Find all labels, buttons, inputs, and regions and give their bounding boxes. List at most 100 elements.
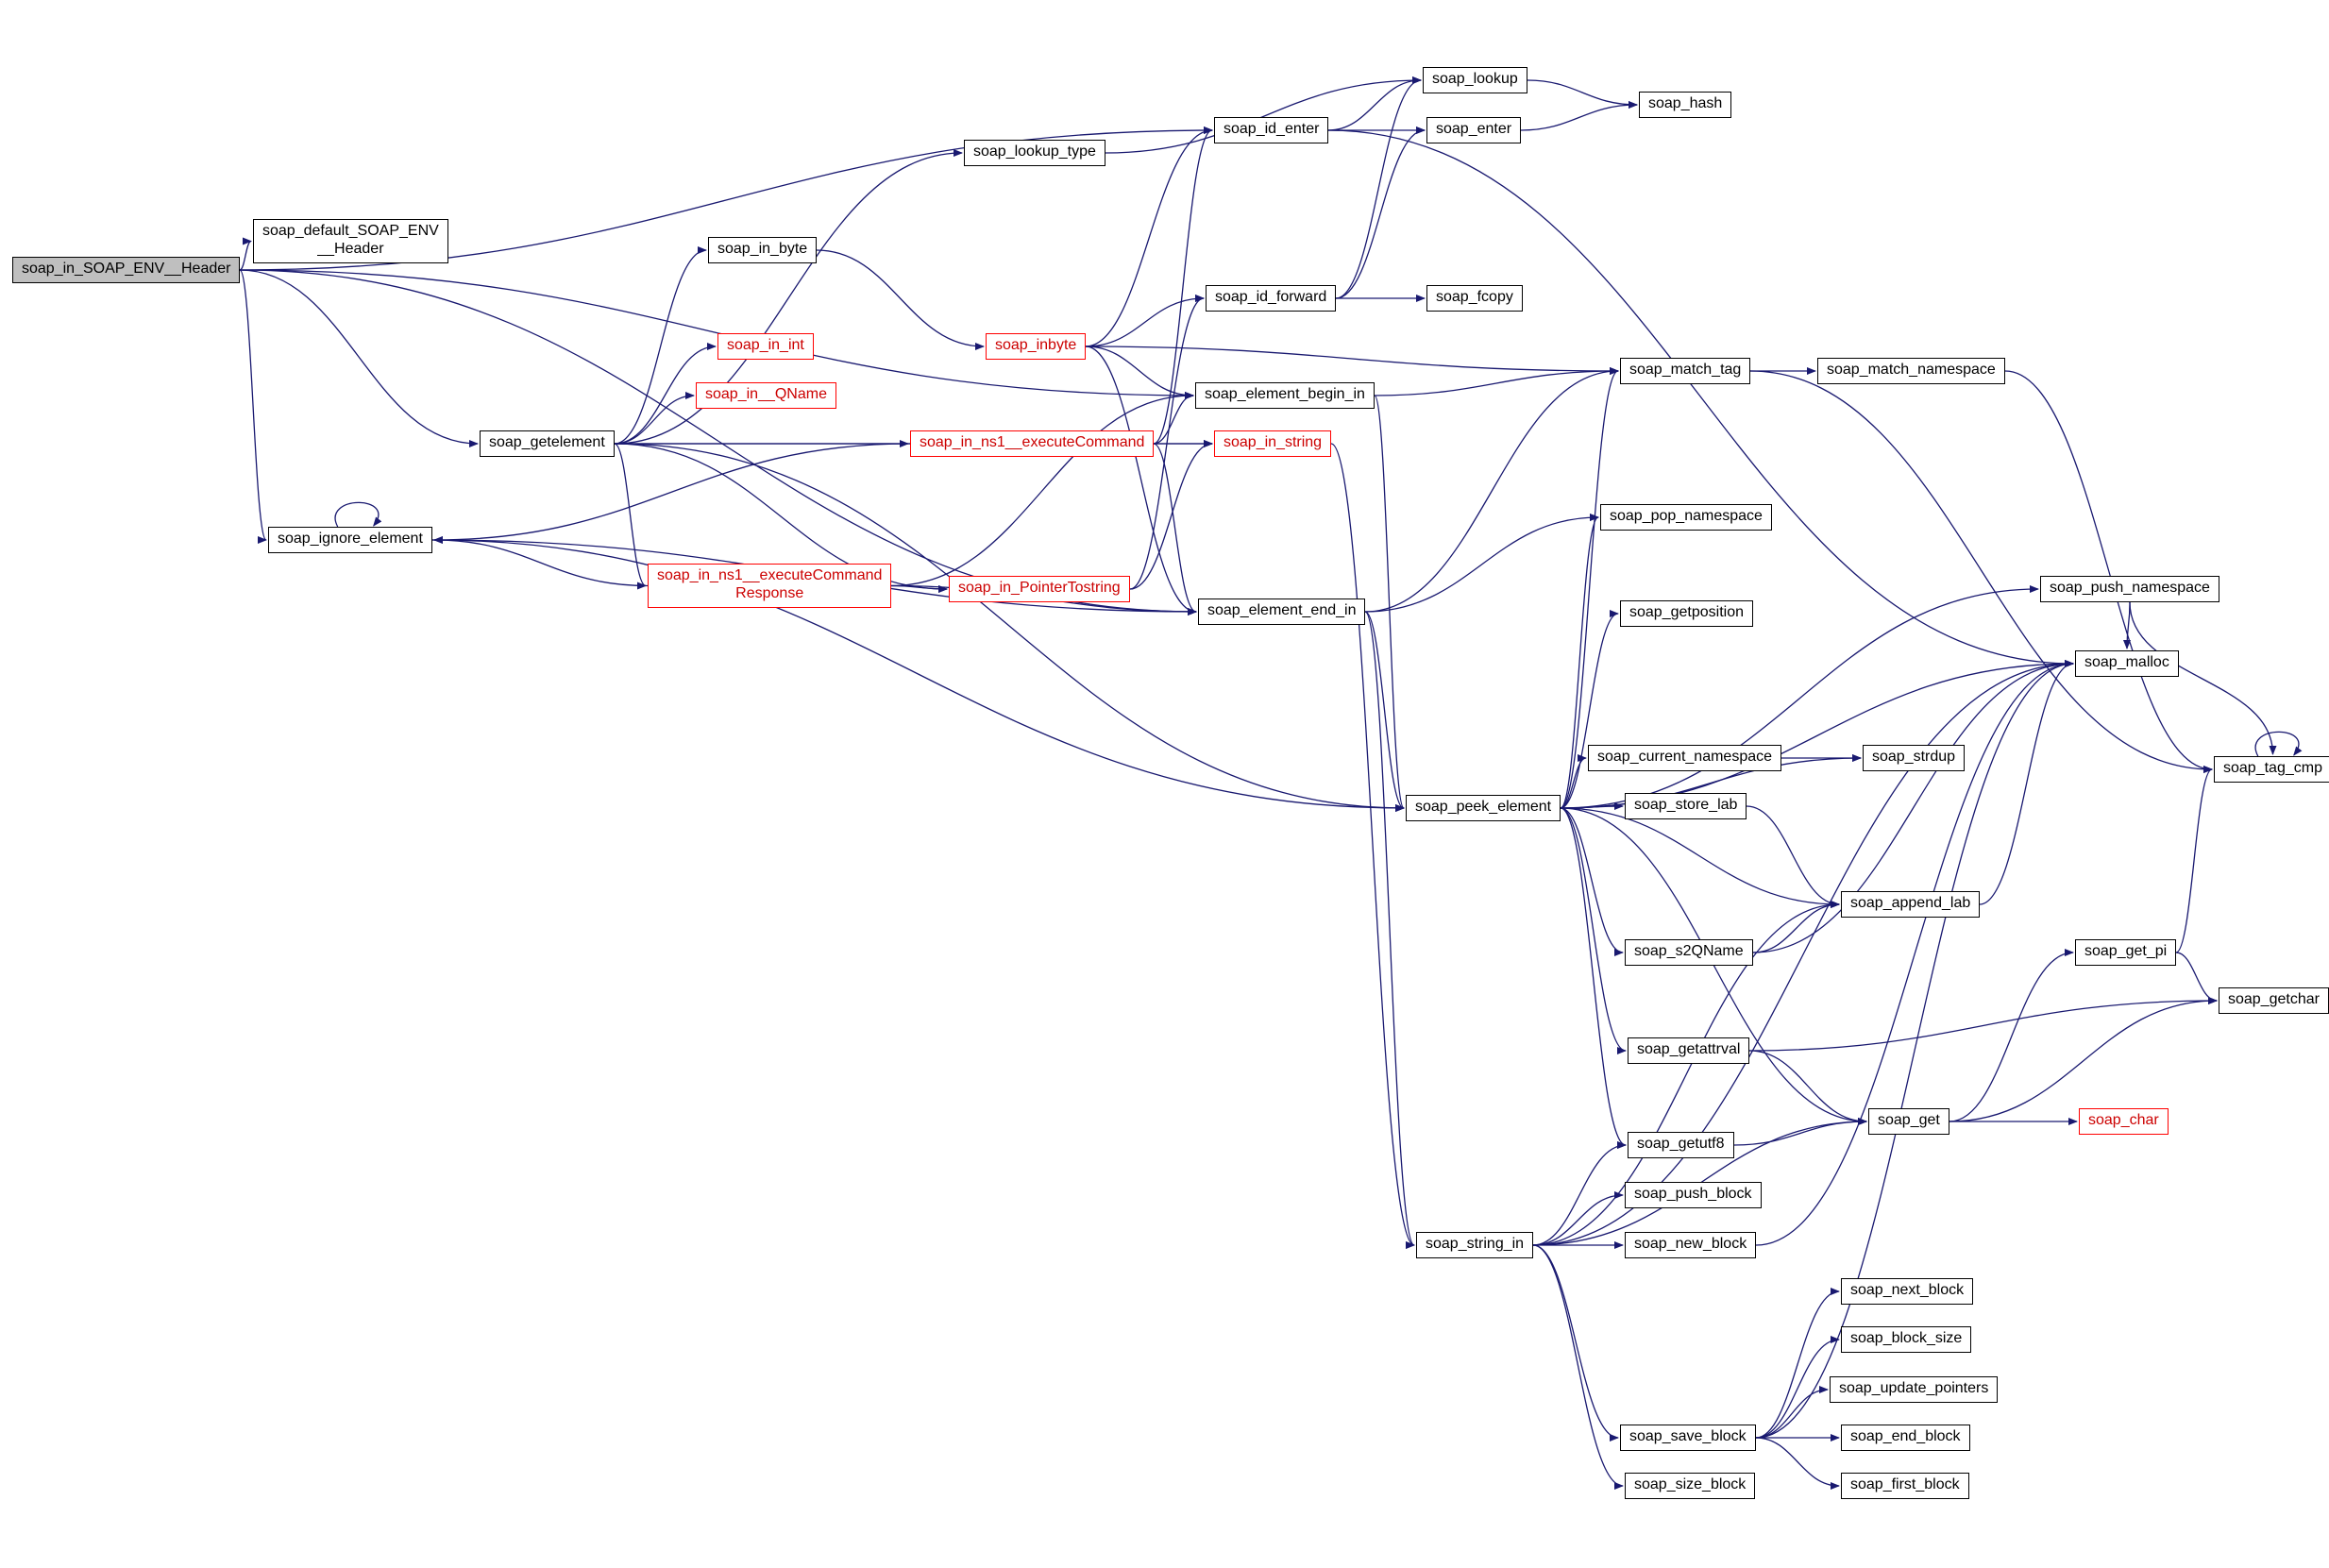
node-soap_s2QName[interactable]: soap_s2QName bbox=[1625, 939, 1753, 966]
node-soap_first_block[interactable]: soap_first_block bbox=[1841, 1473, 1969, 1499]
node-soap_id_forward[interactable]: soap_id_forward bbox=[1206, 285, 1337, 312]
node-soap_in_byte[interactable]: soap_in_byte bbox=[708, 237, 818, 263]
edge-soap_match_tag-to-soap_tag_cmp bbox=[1749, 370, 2213, 773]
edge-soap_peek_element-to-soap_getutf8 bbox=[1560, 807, 1627, 1149]
edge-soap_inbyte-to-soap_match_tag bbox=[1085, 346, 1619, 375]
edge-soap_id_enter-to-soap_lookup bbox=[1327, 76, 1422, 131]
node-soap_getutf8[interactable]: soap_getutf8 bbox=[1628, 1132, 1734, 1158]
node-soap_in_string[interactable]: soap_in_string bbox=[1214, 430, 1332, 457]
node-soap_tag_cmp[interactable]: soap_tag_cmp bbox=[2214, 756, 2329, 783]
node-soap_store_lab[interactable]: soap_store_lab bbox=[1625, 793, 1747, 819]
node-soap_pop_namespace[interactable]: soap_pop_namespace bbox=[1600, 504, 1772, 531]
edge-soap_inbyte-to-soap_id_enter bbox=[1085, 126, 1213, 347]
edge-soap_in_string-to-soap_string_in bbox=[1330, 443, 1415, 1249]
edge-soap_element_end_in-to-soap_peek_element bbox=[1364, 611, 1405, 812]
edge-soap_getelement-to-soap_in_PointerTostring bbox=[614, 443, 948, 593]
node-soap_get_pi[interactable]: soap_get_pi bbox=[2075, 939, 2177, 966]
node-soap_in_int[interactable]: soap_in_int bbox=[717, 333, 814, 360]
node-soap_strdup[interactable]: soap_strdup bbox=[1863, 745, 1966, 771]
node-soap_default_SOAP_ENV__Header[interactable]: soap_default_SOAP_ENV __Header bbox=[253, 219, 448, 263]
edge-soap_in_ns1__executeCommandResponse-to-soap_ignore_element bbox=[433, 536, 649, 587]
node-soap_id_enter[interactable]: soap_id_enter bbox=[1214, 117, 1329, 143]
edge-soap_string_in-to-soap_getutf8 bbox=[1532, 1141, 1627, 1246]
edge-soap_peek_element-to-soap_pop_namespace bbox=[1560, 514, 1599, 809]
edge-soap_in_ns1__executeCommand-to-soap_ignore_element bbox=[433, 443, 911, 544]
node-soap_fcopy[interactable]: soap_fcopy bbox=[1426, 285, 1523, 312]
node-soap_getposition[interactable]: soap_getposition bbox=[1620, 600, 1753, 627]
node-soap_in__QName[interactable]: soap_in__QName bbox=[696, 382, 836, 409]
node-soap_push_namespace[interactable]: soap_push_namespace bbox=[2040, 576, 2219, 602]
node-soap_getattrval[interactable]: soap_getattrval bbox=[1628, 1037, 1750, 1064]
edge-soap_string_in-to-soap_append_lab bbox=[1532, 901, 1840, 1246]
node-soap_append_lab[interactable]: soap_append_lab bbox=[1841, 891, 1981, 918]
node-soap_getchar[interactable]: soap_getchar bbox=[2219, 987, 2329, 1014]
edge-soap_store_lab-to-soap_append_lab bbox=[1746, 805, 1840, 908]
node-soap_lookup[interactable]: soap_lookup bbox=[1423, 67, 1527, 93]
edge-soap_peek_element-to-soap_strdup bbox=[1560, 754, 1862, 809]
edge-soap_in_byte-to-soap_inbyte bbox=[816, 249, 985, 350]
edge-soap_getattrval-to-soap_get bbox=[1748, 1050, 1867, 1125]
node-soap_push_block[interactable]: soap_push_block bbox=[1625, 1182, 1762, 1208]
edge-soap_peek_element-to-soap_s2QName bbox=[1560, 807, 1624, 956]
node-soap_char[interactable]: soap_char bbox=[2079, 1108, 2169, 1135]
edge-soap_string_in-to-soap_size_block bbox=[1532, 1244, 1624, 1490]
edge-soap_in_SOAP_ENV__Header-to-soap_getelement bbox=[239, 269, 479, 447]
edge-soap_save_block-to-soap_malloc bbox=[1755, 660, 2074, 1439]
edge-soap_string_in-to-soap_save_block bbox=[1532, 1244, 1619, 1442]
node-soap_enter[interactable]: soap_enter bbox=[1426, 117, 1522, 143]
node-soap_get[interactable]: soap_get bbox=[1868, 1108, 1949, 1135]
edge-soap_getelement-to-soap_in_byte bbox=[614, 246, 707, 445]
edge-soap_get_pi-to-soap_getchar bbox=[2175, 952, 2218, 1004]
edge-soap_getelement-to-soap_in_ns1__executeCommandResponse bbox=[614, 443, 647, 590]
edge-soap_getelement-to-soap_in__QName bbox=[614, 392, 695, 445]
edge-soap_element_end_in-to-soap_string_in bbox=[1364, 611, 1415, 1249]
edge-soap_element_begin_in-to-soap_match_tag bbox=[1374, 367, 1619, 396]
edge-soap_string_in-to-soap_push_block bbox=[1532, 1191, 1624, 1246]
node-soap_end_block[interactable]: soap_end_block bbox=[1841, 1425, 1970, 1451]
node-soap_malloc[interactable]: soap_malloc bbox=[2075, 650, 2179, 677]
edge-soap_element_end_in-to-soap_pop_namespace bbox=[1364, 514, 1599, 613]
node-soap_save_block[interactable]: soap_save_block bbox=[1620, 1425, 1756, 1451]
edge-soap_getelement-to-soap_in_int bbox=[614, 343, 717, 445]
node-soap_element_begin_in[interactable]: soap_element_begin_in bbox=[1195, 382, 1375, 409]
edge-soap_save_block-to-soap_block_size bbox=[1755, 1336, 1840, 1439]
node-soap_current_namespace[interactable]: soap_current_namespace bbox=[1588, 745, 1782, 771]
edge-soap_match_namespace-to-soap_tag_cmp bbox=[2004, 370, 2213, 773]
node-soap_string_in[interactable]: soap_string_in bbox=[1416, 1232, 1534, 1258]
edge-soap_save_block-to-soap_next_block bbox=[1755, 1288, 1840, 1439]
node-soap_getelement[interactable]: soap_getelement bbox=[480, 430, 615, 457]
edge-soap_getattrval-to-soap_getchar bbox=[1748, 997, 2218, 1052]
edge-soap_push_namespace-to-soap_tag_cmp bbox=[2129, 601, 2277, 755]
node-soap_block_size[interactable]: soap_block_size bbox=[1841, 1326, 1972, 1353]
node-soap_peek_element[interactable]: soap_peek_element bbox=[1406, 795, 1561, 821]
edge-soap_id_forward-to-soap_lookup bbox=[1335, 76, 1422, 299]
edge-soap_peek_element-to-soap_getposition bbox=[1560, 610, 1619, 809]
node-soap_hash[interactable]: soap_hash bbox=[1639, 92, 1732, 118]
node-soap_size_block[interactable]: soap_size_block bbox=[1625, 1473, 1756, 1499]
node-soap_in_PointerTostring[interactable]: soap_in_PointerTostring bbox=[949, 576, 1130, 602]
edge-soap_getelement-to-soap_peek_element bbox=[614, 443, 1405, 812]
edge-soap_inbyte-to-soap_element_end_in bbox=[1085, 346, 1197, 615]
edge-soap_in_ns1__executeCommand-to-soap_element_begin_in bbox=[1153, 392, 1194, 445]
edge-soap_getutf8-to-soap_get bbox=[1733, 1118, 1867, 1146]
edge-soap_enter-to-soap_hash bbox=[1520, 101, 1638, 131]
edge-soap_get-to-soap_getchar bbox=[1949, 997, 2218, 1122]
node-soap_inbyte[interactable]: soap_inbyte bbox=[986, 333, 1087, 360]
edge-soap_id_enter-to-soap_malloc bbox=[1327, 129, 2074, 667]
node-soap_in_ns1__executeCommand[interactable]: soap_in_ns1__executeCommand bbox=[910, 430, 1155, 457]
node-soap_lookup_type[interactable]: soap_lookup_type bbox=[964, 140, 1105, 166]
node-soap_new_block[interactable]: soap_new_block bbox=[1625, 1232, 1757, 1258]
edge-soap_save_block-to-soap_first_block bbox=[1755, 1437, 1840, 1490]
edge-soap_id_forward-to-soap_enter bbox=[1335, 126, 1426, 299]
node-soap_next_block[interactable]: soap_next_block bbox=[1841, 1278, 1974, 1305]
node-soap_update_pointers[interactable]: soap_update_pointers bbox=[1830, 1376, 1999, 1403]
node-soap_ignore_element[interactable]: soap_ignore_element bbox=[268, 527, 432, 553]
edge-soap_append_lab-to-soap_malloc bbox=[1979, 660, 2074, 905]
node-soap_match_namespace[interactable]: soap_match_namespace bbox=[1817, 358, 2005, 384]
node-soap_element_end_in[interactable]: soap_element_end_in bbox=[1198, 599, 1366, 625]
node-soap_in_ns1__executeCommandResponse[interactable]: soap_in_ns1__executeCommand Response bbox=[648, 564, 892, 608]
node-soap_match_tag[interactable]: soap_match_tag bbox=[1620, 358, 1751, 384]
edge-soap_in_ns1__executeCommand-to-soap_element_end_in bbox=[1153, 443, 1197, 615]
edge-soap_in_SOAP_ENV__Header-to-soap_default_SOAP_ENV__Header bbox=[239, 237, 252, 271]
